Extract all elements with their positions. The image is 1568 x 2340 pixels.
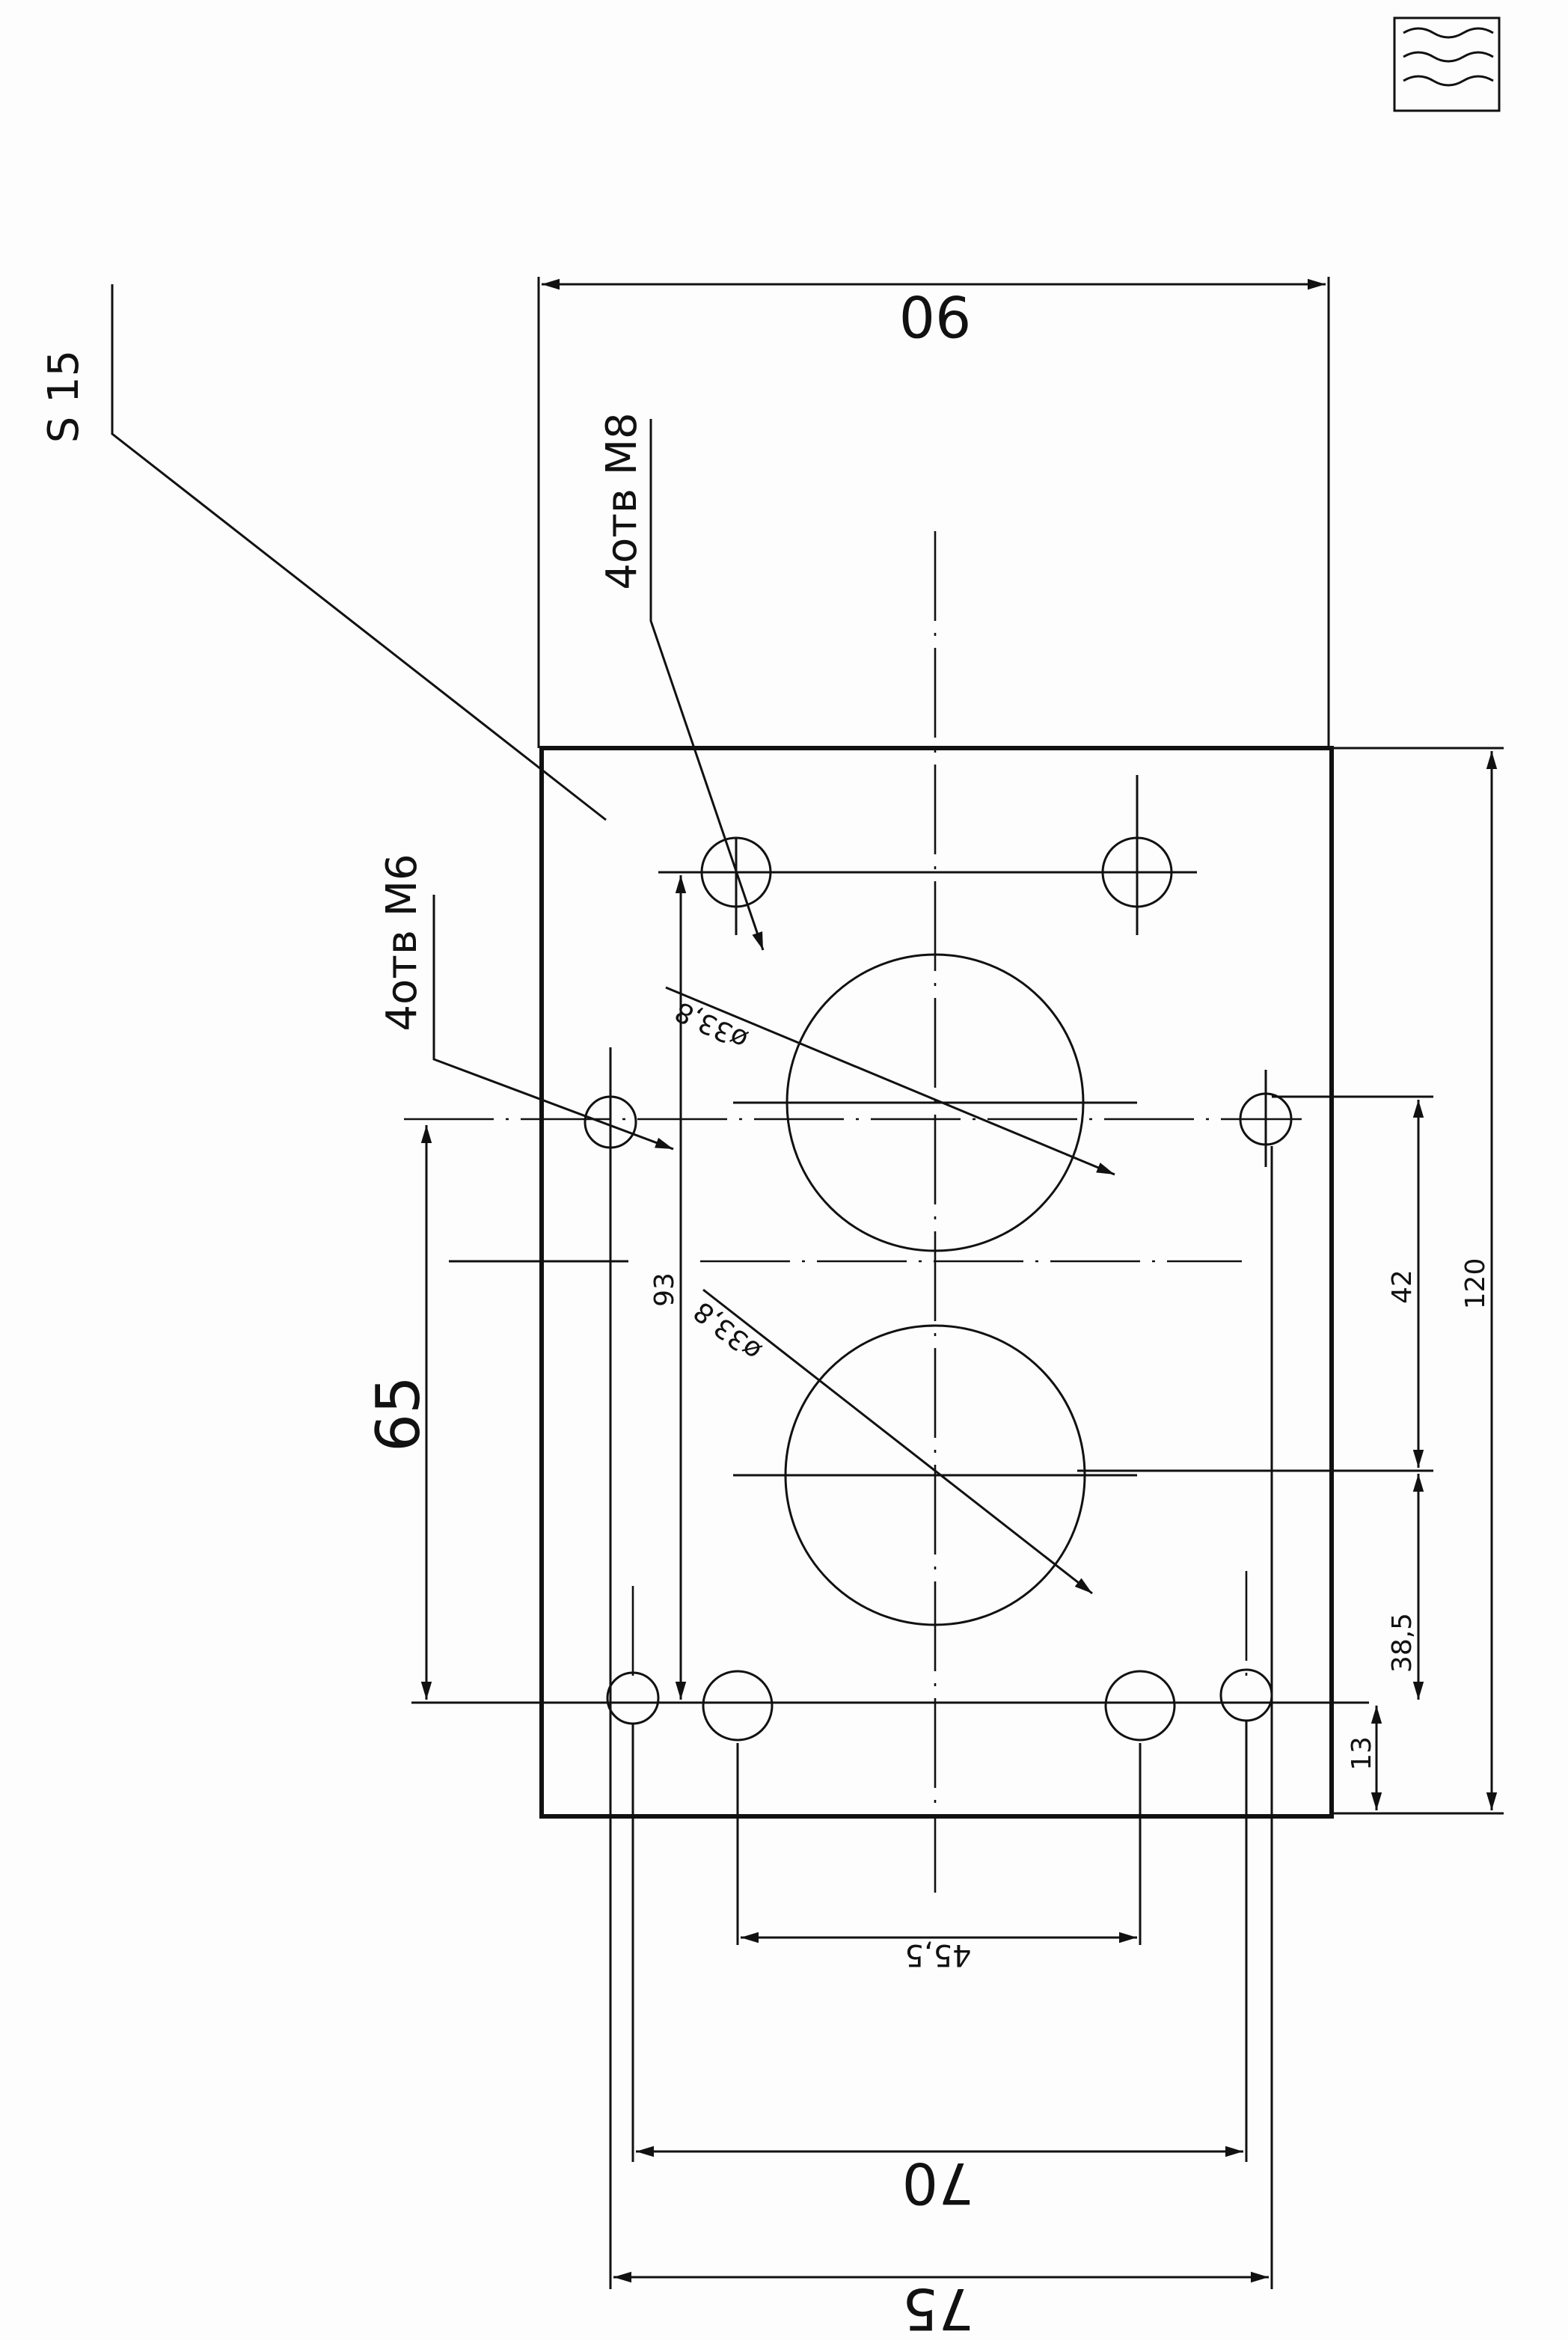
m6-holes bbox=[584, 1092, 1293, 1725]
centerlines bbox=[404, 531, 1302, 1893]
dim-90: 90 bbox=[899, 283, 972, 349]
bore-upper bbox=[785, 953, 1085, 1252]
label-thickness: S 15 bbox=[40, 350, 88, 444]
dim-120: 120 bbox=[1460, 1258, 1491, 1310]
dim-42: 42 bbox=[1387, 1269, 1418, 1304]
dim-13: 13 bbox=[1347, 1736, 1377, 1771]
label-m6-holes: 4отв М6 bbox=[378, 854, 426, 1031]
dim-65: 65 bbox=[364, 1376, 433, 1452]
leader-lines bbox=[111, 284, 765, 1151]
dim-70: 70 bbox=[902, 2150, 975, 2217]
corner-stamp bbox=[1393, 16, 1501, 112]
dim-38-5: 38,5 bbox=[1387, 1613, 1418, 1673]
dimension-lines bbox=[420, 278, 1498, 2283]
extension-lines bbox=[411, 277, 1504, 2289]
dim-45-5: 45,5 bbox=[904, 1938, 971, 1972]
label-m8-holes: 4отв М8 bbox=[598, 412, 646, 589]
dim-93: 93 bbox=[649, 1272, 680, 1307]
dim-bore-diameter-upper: ø33,8 bbox=[670, 995, 753, 1055]
bore-lower bbox=[784, 1324, 1086, 1626]
dim-75: 75 bbox=[902, 2276, 975, 2340]
plate-outline bbox=[539, 746, 1334, 1819]
m8-holes bbox=[700, 836, 1176, 1742]
